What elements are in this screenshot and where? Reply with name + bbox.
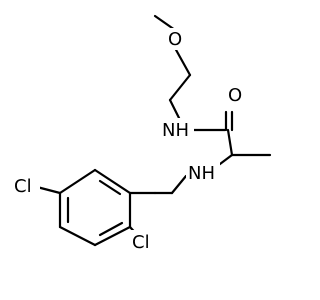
chlorine-para-label: Cl (12, 174, 40, 197)
bond-amine-n-ch2 (170, 174, 188, 195)
bond-ring-chlorine-para (35, 185, 62, 195)
benzene-inner-double-3 (98, 221, 124, 237)
amine-nitrogen-background (186, 162, 220, 184)
chlorine-ortho-symbol: Cl (132, 232, 150, 253)
bond-carbonyl-alpha (226, 128, 234, 157)
carbonyl-oxygen-background (225, 84, 243, 106)
chlorine-para-symbol: Cl (14, 176, 32, 197)
chlorine-ortho-label: Cl (130, 230, 158, 253)
methoxy-oxygen-symbol: O (168, 29, 182, 50)
atom-labels: O O NH NH Cl Cl (12, 28, 243, 253)
amide-nitrogen-symbol: NH (162, 120, 189, 141)
amide-nitrogen-background (160, 118, 194, 140)
chlorine-para-background (12, 174, 40, 196)
bond-methoxy-ch2 (173, 46, 192, 77)
bond-network (35, 14, 272, 247)
benzene-bond-6 (58, 168, 97, 195)
chlorine-ortho-background (130, 230, 158, 252)
chemical-structure-diagram: O O NH NH Cl Cl (12, 14, 272, 253)
benzene-bond-1 (93, 168, 132, 195)
bond-ch2-ch2 (168, 73, 192, 102)
carbonyl-oxygen-label: O (225, 84, 243, 106)
carbonyl-oxygen-symbol: O (228, 85, 242, 106)
amide-nitrogen-label: NH (160, 118, 194, 141)
amine-nitrogen-symbol: NH (188, 163, 215, 184)
amine-nitrogen-label: NH (186, 162, 220, 184)
benzene-bond-4 (58, 225, 97, 247)
benzene-bond-3 (93, 225, 132, 247)
benzene-inner-double-1 (98, 179, 122, 196)
methoxy-oxygen-label: O (165, 28, 183, 50)
methoxy-oxygen-background (165, 28, 183, 50)
bond-methyl-methoxy (153, 14, 177, 32)
bond-ch2-amide-n (168, 98, 182, 122)
